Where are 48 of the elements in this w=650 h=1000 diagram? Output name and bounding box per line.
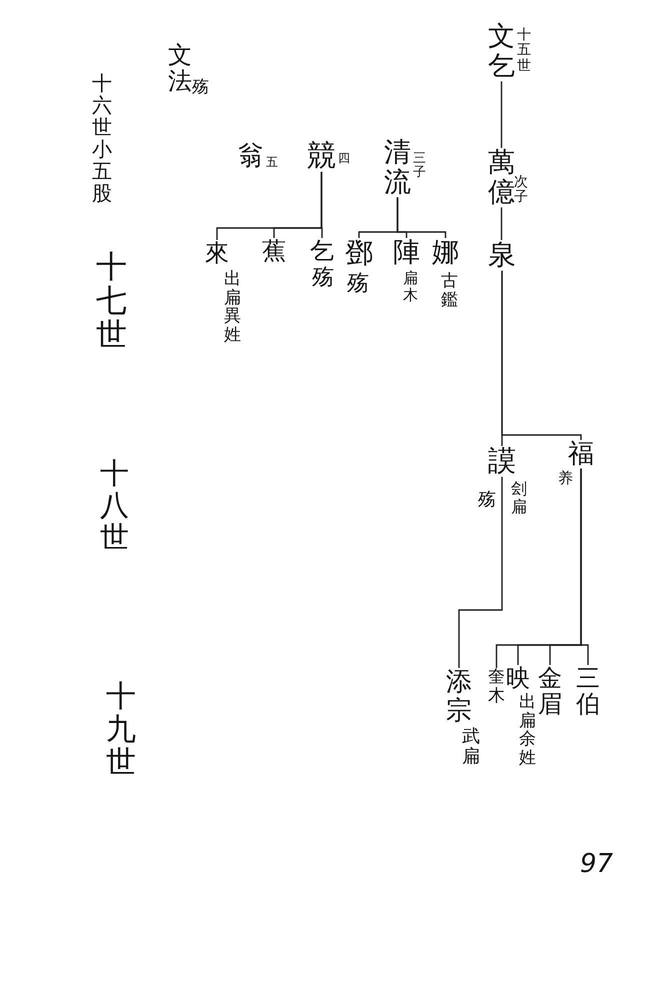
annotation: 扁木	[403, 270, 418, 303]
annotation: 刽扁	[511, 480, 527, 516]
person-name: 來	[205, 240, 229, 266]
lineage-line	[358, 197, 398, 238]
annotation: 四	[338, 152, 350, 166]
person-name: 清流	[384, 138, 411, 198]
annotation: 殇	[312, 266, 334, 290]
person-name: 文法	[168, 42, 192, 95]
person-name: 娜	[432, 238, 459, 268]
annotation: 养	[558, 470, 573, 486]
annotation: 殇	[478, 490, 496, 510]
generation-label: 十九世	[106, 680, 136, 779]
person-name: 奎木	[488, 668, 505, 706]
person-name: 謨	[488, 446, 516, 477]
annotation: 殇	[347, 272, 369, 296]
annotation: 武扁	[462, 727, 480, 767]
person-name: 映	[506, 665, 530, 692]
person-name: 添宗	[446, 668, 472, 726]
lineage-line	[458, 476, 503, 668]
annotation: 殇	[192, 78, 209, 97]
lineage-line	[500, 81, 502, 148]
annotation: 次子	[514, 175, 528, 206]
person-name: 蕉	[262, 238, 286, 264]
person-name: 鄧	[345, 238, 373, 269]
person-name: 三伯	[576, 665, 600, 718]
annotation: 古鑑	[441, 272, 458, 310]
page-number: 97	[580, 850, 614, 879]
generation-label: 十八世	[100, 458, 129, 554]
person-name: 競	[307, 140, 336, 172]
person-name: 泉	[488, 240, 516, 271]
annotation: 出扁余姓	[519, 693, 536, 768]
lineage-line	[500, 207, 502, 240]
person-name: 福	[568, 440, 594, 469]
person-name: 乞	[310, 238, 334, 264]
annotation: 三子	[413, 152, 426, 181]
generation-label: 十七世	[96, 250, 127, 352]
person-name: 文乞	[488, 22, 515, 82]
lineage-line	[496, 468, 582, 668]
person-name: 翁	[238, 142, 264, 171]
annotation: 十五世	[517, 28, 531, 74]
person-name: 金眉	[538, 665, 562, 718]
generation-label: 十六世小五股	[92, 72, 112, 204]
annotation: 出扁異姓	[224, 270, 241, 345]
lineage-line	[216, 172, 322, 240]
person-name: 陣	[393, 238, 420, 268]
person-name: 萬億	[488, 148, 515, 208]
lineage-line	[501, 270, 503, 446]
annotation: 五	[266, 156, 278, 170]
